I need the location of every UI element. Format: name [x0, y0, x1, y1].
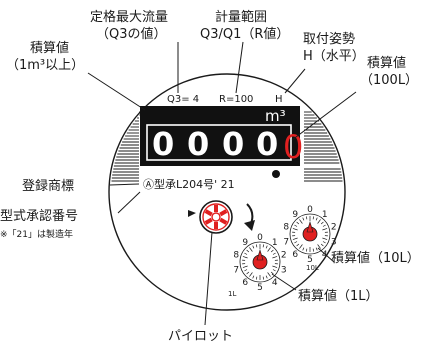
hatch-lines — [111, 111, 343, 182]
q3-value: Q3= 4 — [167, 94, 199, 105]
dial-number: 6 — [242, 278, 248, 288]
rotation-arrowhead — [244, 220, 255, 231]
dial-number: 8 — [233, 250, 239, 260]
dial-number: 4 — [322, 250, 328, 260]
dial-number: 7 — [233, 266, 239, 276]
counter-frame — [146, 124, 292, 161]
dial-10l-tag: 10L — [306, 264, 319, 272]
label-trademark: 登録商標 — [22, 179, 74, 194]
dial-number: 2 — [331, 222, 337, 232]
label-total-1l: 積算値（1L） — [298, 288, 379, 304]
leader-lines — [87, 41, 357, 326]
unit-label: m³ — [265, 107, 286, 125]
dial-number: 0 — [307, 205, 313, 215]
label-mount-pos-sub: H（水平） — [303, 49, 365, 64]
dial-number: 6 — [292, 250, 298, 260]
label-meter-range-sub: Q3/Q1（R値） — [200, 26, 289, 42]
label-meter-range: 計量範囲 — [215, 9, 267, 25]
dial-number: 5 — [257, 283, 263, 293]
indicator-dot — [272, 170, 280, 178]
r-value: R=100 — [219, 94, 253, 105]
dial-1l-tag: 1L — [228, 290, 236, 298]
dial-number: 3 — [281, 266, 287, 276]
label-mount-pos: 取付姿勢 — [303, 31, 355, 47]
dial-10l — [289, 213, 331, 255]
label-total-1m3-sub: （1m³以上） — [6, 58, 84, 73]
dial-number: 7 — [283, 238, 289, 248]
label-approval-note: ※「21」は製造年 — [0, 228, 73, 240]
dial-number: 9 — [292, 210, 298, 220]
dial-1l — [239, 241, 281, 283]
label-total-10l: 積算値（10L） — [331, 250, 420, 266]
red-digit: 0 — [283, 128, 303, 166]
dial-number: 2 — [281, 250, 287, 260]
dial-outline — [108, 73, 346, 311]
dial-number: 3 — [331, 238, 337, 248]
dial-number: 5 — [307, 255, 313, 265]
digit-2: 0 — [187, 125, 209, 163]
label-rated-flow: 定格最大流量 — [90, 9, 168, 25]
dial-number: 1 — [322, 210, 328, 220]
label-pilot: パイロット — [168, 329, 233, 343]
label-total-100l: 積算値 — [367, 55, 406, 71]
digit-1: 0 — [152, 125, 174, 163]
label-total-1m3: 積算値 — [30, 40, 69, 56]
approval-mark: Ⓐ型承L204号' 21 — [143, 177, 235, 191]
dial-number: 1 — [272, 238, 278, 248]
label-total-100l-sub: （100L） — [360, 73, 418, 88]
dial-number: 4 — [272, 278, 278, 288]
dial-number: 9 — [242, 238, 248, 248]
digit-4: 0 — [256, 125, 278, 163]
pilot-wheel — [199, 200, 233, 234]
digit-3: 0 — [222, 125, 244, 163]
label-approval-no: 型式承認番号 — [0, 208, 78, 224]
dial-number: 8 — [283, 222, 289, 232]
label-rated-flow-sub: （Q3の値） — [96, 26, 167, 42]
dial-number: 0 — [257, 233, 263, 243]
pilot-marker — [188, 210, 196, 217]
h-value: H — [275, 94, 283, 105]
